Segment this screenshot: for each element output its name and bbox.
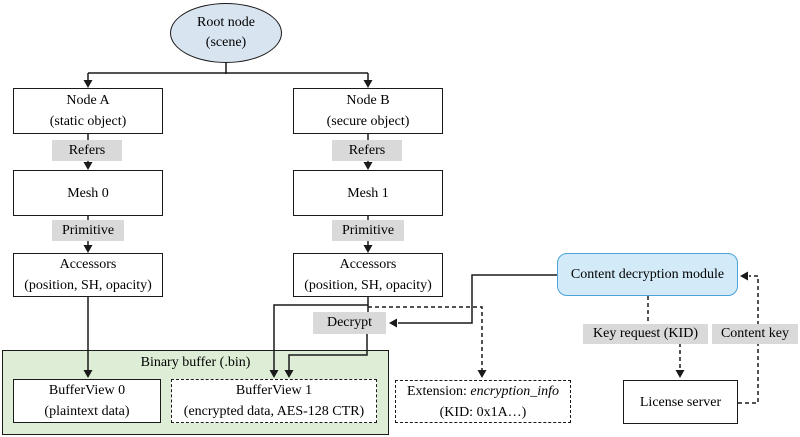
accessors-left-title: Accessors <box>59 257 117 272</box>
root-node-subtitle: (scene) <box>205 35 247 50</box>
extension-subtitle: (KID: 0x1A…) <box>439 404 527 420</box>
license-server-label: License server <box>639 394 722 410</box>
dashed-connector-lines <box>368 275 759 404</box>
node-a-subtitle: (static object) <box>49 114 127 129</box>
accessors-right-title: Accessors <box>339 257 397 272</box>
binary-buffer-title: Binary buffer (.bin) <box>140 355 251 370</box>
refers-label-right: Refers <box>332 140 402 161</box>
bufferview0-title: BufferView 0 <box>48 383 126 398</box>
extension-title: Extension: encryption_info <box>407 381 559 402</box>
license-server-box: License server <box>623 380 738 424</box>
node-b-subtitle: (secure object) <box>326 114 410 129</box>
accessors-right-subtitle: (position, SH, opacity) <box>304 278 432 293</box>
content-key-label: Content key <box>712 324 798 344</box>
node-a-box: Node A (static object) <box>13 88 163 134</box>
mesh1-title: Mesh 1 <box>347 185 389 201</box>
root-node-ellipse: Root node (scene) <box>170 3 282 63</box>
extension-prefix: Extension: <box>406 383 471 399</box>
accessors-left-subtitle: (position, SH, opacity) <box>24 278 152 293</box>
extension-name: encryption_info <box>470 383 560 399</box>
bufferview0-subtitle: (plaintext data) <box>44 404 130 419</box>
refers-label-left: Refers <box>52 140 122 161</box>
bufferview1-subtitle: (encrypted data, AES-128 CTR) <box>183 404 365 419</box>
key-request-label: Key request (KID) <box>583 324 708 344</box>
node-b-box: Node B (secure object) <box>293 88 443 134</box>
primitive-label-left: Primitive <box>52 220 124 241</box>
accessors-right-box: Accessors (position, SH, opacity) <box>293 253 443 297</box>
root-node-title: Root node <box>197 14 255 30</box>
primitive-label-right: Primitive <box>332 220 404 241</box>
node-a-title: Node A <box>66 93 110 108</box>
node-b-title: Node B <box>346 93 390 108</box>
bufferview1-title: BufferView 1 <box>235 383 313 398</box>
cdm-box: Content decryption module <box>557 253 738 296</box>
mesh0-title: Mesh 0 <box>67 185 109 201</box>
decrypt-label: Decrypt <box>313 312 386 334</box>
bufferview1-box: BufferView 1 (encrypted data, AES-128 CT… <box>171 379 377 423</box>
extension-box: Extension: encryption_info (KID: 0x1A…) <box>395 380 571 423</box>
mesh0-box: Mesh 0 <box>13 170 163 216</box>
accessors-left-box: Accessors (position, SH, opacity) <box>13 253 163 297</box>
cdm-label: Content decryption module <box>570 267 725 282</box>
mesh1-box: Mesh 1 <box>293 170 443 216</box>
bufferview0-box: BufferView 0 (plaintext data) <box>13 379 161 423</box>
